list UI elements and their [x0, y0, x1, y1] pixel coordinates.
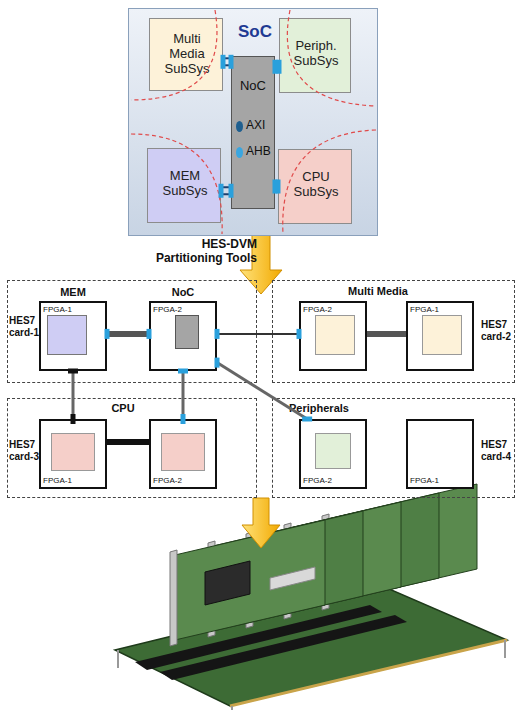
connector: [367, 333, 406, 334]
card-group: CPU HES7 card-3FPGA-1 FPGA-2: [7, 398, 257, 498]
inner-block: [47, 315, 87, 355]
noc-box: NoC AXI AHB: [231, 56, 275, 209]
node-text: FPGA-2: [153, 305, 193, 314]
inner-block: [236, 121, 243, 132]
bus-line: [367, 331, 406, 337]
node-text: FPGA-1: [43, 476, 83, 485]
node-text: Multi Media SubSys: [162, 32, 212, 77]
connector: [107, 442, 149, 443]
fpga-box: FPGA-1: [406, 419, 474, 489]
node-text: NoC: [232, 79, 274, 94]
node-text: FPGA-2: [303, 476, 343, 485]
node-text: FPGA-1: [410, 305, 450, 314]
subsystem-box: Periph. SubSys: [279, 18, 351, 93]
bus-line: [107, 331, 149, 337]
node-text: FPGA-2: [303, 305, 343, 314]
node-text: CPU SubSys: [284, 170, 348, 200]
bus-line: [107, 439, 149, 445]
bus-line: [217, 333, 299, 335]
node-text: Multi Media: [333, 285, 423, 298]
bus-line: [182, 371, 185, 419]
node-text: FPGA-2: [153, 476, 193, 485]
card-connector: [270, 567, 315, 590]
fpga-box: MEMFPGA-1: [39, 301, 107, 371]
fpga-box: FPGA-2: [299, 419, 367, 489]
node-text: NoC: [165, 286, 201, 299]
fpga-box: FPGA-2: [149, 419, 217, 489]
fpga-box: FPGA-2: [299, 301, 367, 371]
node-text: MEM: [55, 286, 91, 299]
inner-block: [315, 433, 351, 469]
connector: [105, 329, 152, 339]
subsystem-box: CPU SubSys: [278, 149, 352, 224]
node-text: AXI: [246, 119, 276, 133]
card-group: HES7 card-1MEMFPGA-1NoCFPGA-2: [7, 280, 257, 383]
bus-line: [72, 371, 75, 419]
connector: [215, 329, 302, 339]
inner-block: [315, 315, 355, 355]
inner-block: [161, 433, 205, 471]
node-text: Periph. SubSys: [286, 39, 346, 69]
inner-block: [422, 315, 462, 355]
step-label: HES-DVM Partitioning Tools: [145, 238, 257, 266]
inner-block: [175, 315, 199, 349]
node-text: FPGA-1: [43, 305, 83, 314]
board-standoff: [504, 640, 506, 658]
node-text: HES7 card-3: [9, 439, 39, 462]
node-text: FPGA-1: [410, 476, 450, 485]
fpga-box: FPGA-1: [39, 419, 107, 489]
board-card: [175, 520, 325, 640]
fpga-box: FPGA-1: [406, 301, 474, 371]
connector: [178, 369, 188, 425]
fpga-chip: [205, 561, 250, 605]
soc-box: SoC Multi Media SubSys Periph. SubSysNoC AX…: [128, 8, 378, 236]
node-text: Peripherals: [289, 402, 369, 415]
connector: [68, 369, 78, 425]
fpga-box: NoCFPGA-2: [149, 301, 217, 371]
node-text: AHB: [246, 145, 276, 159]
card-group: Multi MediaHES7 card-2 FPGA-2 FPGA-1: [272, 280, 515, 383]
node-text: MEM SubSys: [153, 169, 217, 199]
node-text: HES7 card-4: [481, 439, 513, 462]
inner-block: [236, 147, 243, 158]
node-text: SoC: [233, 22, 277, 42]
subsystem-box: MEM SubSys: [147, 148, 221, 223]
card-group: PeripheralsHES7 card-4FPGA-2 FPGA-1: [272, 398, 515, 498]
node-text: HES7 card-2: [481, 319, 513, 342]
node-text: HES7 card-1: [9, 315, 39, 338]
card-bracket: [170, 550, 177, 646]
board-standoff: [231, 706, 233, 710]
node-text: CPU: [98, 402, 148, 415]
inner-block: [51, 433, 95, 471]
board-standoff: [117, 650, 119, 668]
subsystem-box: Multi Media SubSys: [149, 18, 223, 91]
flow-arrow: [242, 498, 280, 548]
